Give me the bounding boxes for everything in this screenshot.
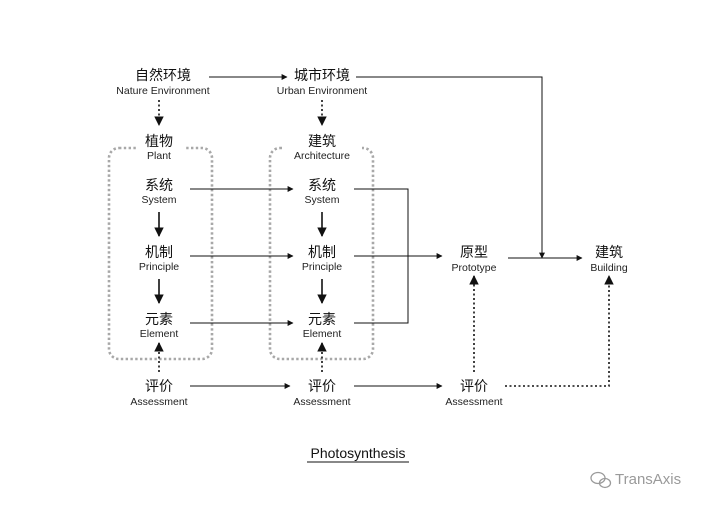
diagram-caption: Photosynthesis xyxy=(311,445,406,461)
node-principle-plant: 机制 Principle xyxy=(139,245,179,273)
node-en: Assessment xyxy=(130,396,187,408)
node-en: Architecture xyxy=(294,150,350,162)
node-element-architecture: 元素 Element xyxy=(303,312,342,340)
node-system-plant: 系统 System xyxy=(141,178,176,206)
node-en: Principle xyxy=(139,261,179,273)
node-zh: 评价 xyxy=(145,379,173,395)
node-zh: 城市环境 xyxy=(294,67,350,84)
node-en: Assessment xyxy=(445,396,502,408)
node-architecture: 建筑 Architecture xyxy=(294,134,350,162)
node-building: 建筑 Building xyxy=(590,245,628,274)
node-zh: 建筑 xyxy=(595,245,623,261)
node-assessment-2: 评价 Assessment xyxy=(293,379,350,408)
node-assessment-3: 评价 Assessment xyxy=(445,379,502,408)
node-urban-environment: 城市环境 Urban Environment xyxy=(277,67,368,97)
node-en: Urban Environment xyxy=(277,85,368,97)
node-prototype: 原型 Prototype xyxy=(452,245,497,274)
node-en: System xyxy=(141,194,176,206)
node-zh: 原型 xyxy=(460,245,488,261)
node-zh: 建筑 xyxy=(308,134,336,150)
node-zh: 元素 xyxy=(308,312,336,328)
node-en: Assessment xyxy=(293,396,350,408)
node-zh: 机制 xyxy=(145,245,173,261)
node-zh: 元素 xyxy=(145,312,173,328)
arrow-urban-to-building xyxy=(356,76,545,259)
node-en: Prototype xyxy=(452,262,497,274)
node-en: Element xyxy=(303,328,342,340)
node-plant: 植物 Plant xyxy=(145,134,173,162)
plant-group-box xyxy=(107,146,214,361)
node-zh: 评价 xyxy=(308,379,336,395)
node-system-architecture: 系统 System xyxy=(304,178,339,206)
node-en: System xyxy=(304,194,339,206)
wechat-icon xyxy=(590,471,612,489)
node-element-plant: 元素 Element xyxy=(140,312,179,340)
node-en: Principle xyxy=(302,261,342,273)
node-zh: 评价 xyxy=(460,379,488,395)
node-zh: 系统 xyxy=(308,178,336,194)
architecture-group-box xyxy=(268,146,375,361)
watermark: TransAxis xyxy=(590,471,681,489)
node-zh: 植物 xyxy=(145,134,173,150)
watermark-text: TransAxis xyxy=(615,471,681,488)
node-en: Plant xyxy=(147,150,171,162)
node-en: Nature Environment xyxy=(116,85,209,97)
node-assessment-1: 评价 Assessment xyxy=(130,379,187,408)
node-zh: 机制 xyxy=(308,245,336,261)
node-zh: 自然环境 xyxy=(135,67,191,84)
node-zh: 系统 xyxy=(145,178,173,194)
node-en: Element xyxy=(140,328,179,340)
arrow-assessment3-to-building xyxy=(505,275,614,387)
node-nature-environment: 自然环境 Nature Environment xyxy=(116,67,209,97)
node-en: Building xyxy=(590,262,628,274)
node-principle-architecture: 机制 Principle xyxy=(302,245,342,273)
